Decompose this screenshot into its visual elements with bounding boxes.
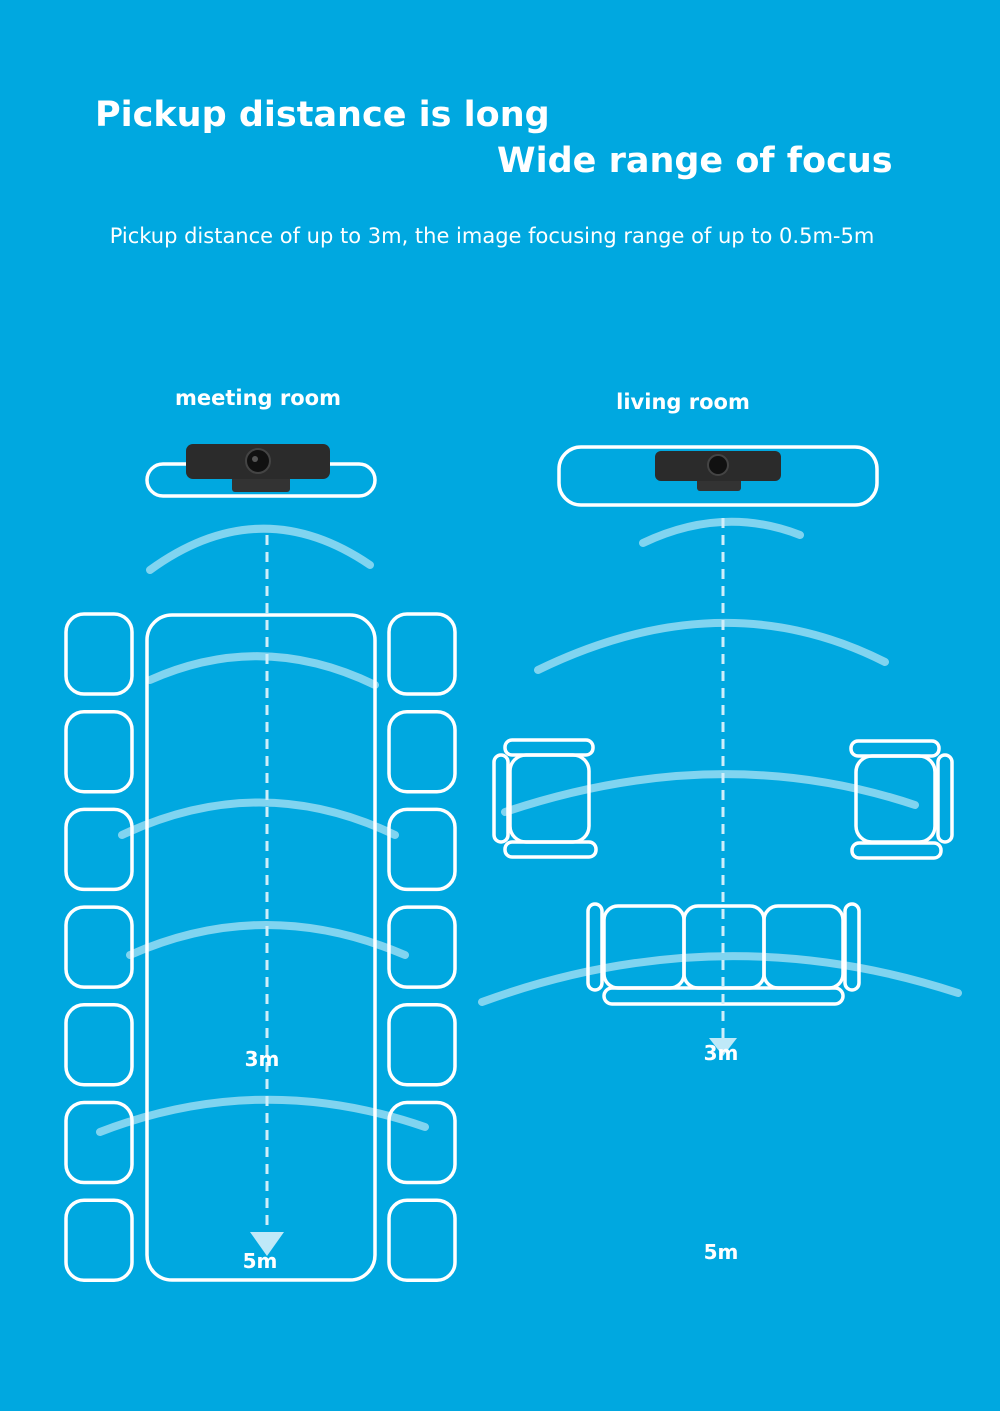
range-arc	[534, 619, 889, 674]
chair	[64, 905, 134, 989]
range-arc	[146, 524, 374, 574]
range-arc	[118, 798, 399, 839]
living-mark-3m: 3m	[704, 1041, 739, 1065]
meeting-chairs	[64, 612, 457, 1282]
chair	[387, 905, 457, 989]
range-arc	[96, 1095, 429, 1136]
range-arc	[478, 952, 962, 1006]
meeting-mark-5m: 5m	[243, 1249, 278, 1273]
chair	[387, 1100, 457, 1185]
chair	[64, 807, 134, 892]
meeting-mark-3m: 3m	[245, 1047, 280, 1071]
armchair-left	[492, 738, 598, 859]
subtitle: Pickup distance of up to 3m, the image f…	[110, 224, 875, 248]
range-arc	[501, 770, 919, 816]
meeting-table	[145, 613, 377, 1282]
chair	[64, 709, 134, 794]
headline-line1: Pickup distance is long	[95, 95, 550, 135]
arrow-head-icon	[250, 1232, 284, 1256]
arrow-head-icon	[709, 1038, 737, 1056]
chair	[387, 1198, 457, 1282]
range-arc	[126, 921, 409, 959]
tv-stand	[557, 445, 879, 507]
living-room-label: living room	[616, 390, 750, 414]
headline-line2: Wide range of focus	[497, 141, 893, 181]
living-room-diagram: living room	[478, 390, 962, 1264]
chair	[387, 612, 457, 696]
living-mark-5m: 5m	[704, 1240, 739, 1264]
chair	[387, 807, 457, 892]
webcam-icon	[655, 451, 781, 491]
meeting-room-diagram: meeting room 3m 5m	[64, 386, 457, 1282]
chair	[64, 1003, 134, 1087]
chair	[64, 1198, 134, 1282]
webcam-icon	[186, 444, 330, 492]
chair	[64, 612, 134, 696]
chair	[387, 709, 457, 794]
chair	[387, 1003, 457, 1087]
armchair-right	[849, 739, 954, 860]
range-arc	[146, 652, 379, 689]
sofa	[586, 902, 861, 1006]
meeting-room-label: meeting room	[175, 386, 341, 410]
chair	[64, 1100, 134, 1185]
